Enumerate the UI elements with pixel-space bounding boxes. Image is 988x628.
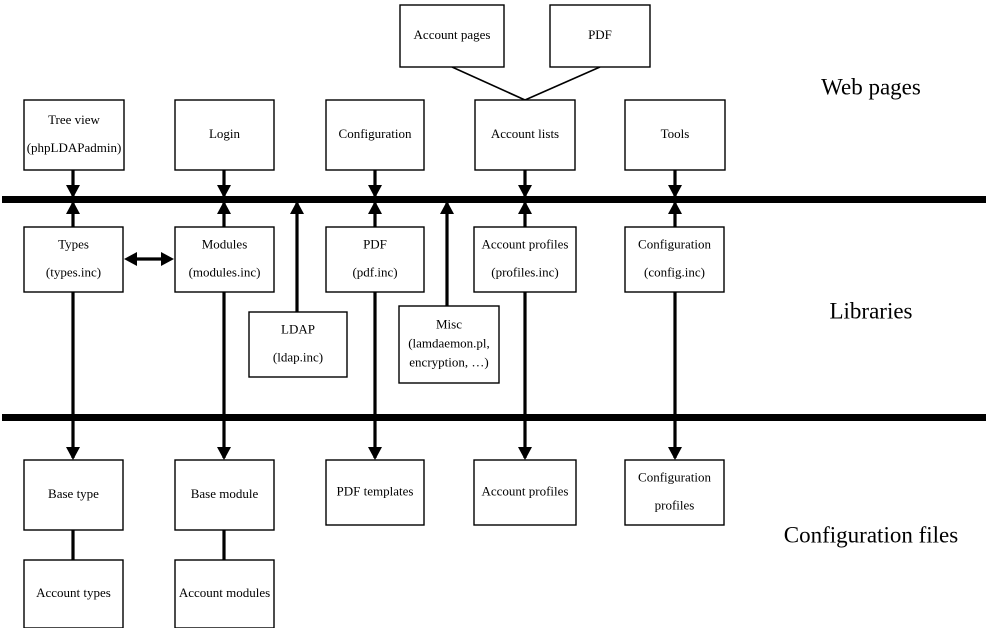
node-box-configuration-profiles (624, 459, 725, 526)
node-pdf-source[interactable]: PDF (549, 4, 651, 68)
node-box-types-lib (23, 226, 124, 293)
node-label-configuration-lib-line-1: (config.inc) (644, 264, 705, 279)
node-label-pdf-lib-line-0: PDF (363, 236, 387, 251)
node-tools[interactable]: Tools (624, 99, 726, 171)
node-box-account-lists (474, 99, 576, 171)
node-ldap-lib[interactable]: LDAP (ldap.inc) (248, 311, 348, 378)
arrowhead-tree-view-down-down (66, 185, 80, 198)
node-base-type[interactable]: Base type (23, 459, 124, 531)
node-account-profiles-lib[interactable]: Account profiles (profiles.inc) (473, 226, 577, 293)
node-label-configuration-profiles-line-1: profiles (655, 497, 695, 512)
arrowhead-misc-up-through-bar-up (440, 201, 454, 214)
node-label-configuration-lib-line-0: Configuration (638, 236, 711, 251)
node-account-pages[interactable]: Account pages (399, 4, 505, 68)
node-configuration-profiles[interactable]: Configuration profiles (624, 459, 725, 526)
node-label-modules-lib-line-1: (modules.inc) (189, 264, 261, 279)
node-box-account-types (23, 559, 124, 628)
node-label-ldap-lib-line-0: LDAP (281, 321, 315, 336)
arrowhead-modules-to-base-module-down (217, 447, 231, 460)
node-configuration-lib[interactable]: Configuration (config.inc) (624, 226, 725, 293)
node-label-base-module-line-0: Base module (191, 486, 259, 501)
node-label-account-types-line-0: Account types (36, 585, 111, 600)
node-box-base-module (174, 459, 275, 531)
node-label-account-profiles-lib-line-1: (profiles.inc) (491, 264, 559, 279)
node-box-misc-lib (398, 305, 500, 384)
node-label-tree-view-line-0: Tree view (48, 112, 100, 127)
node-box-account-profiles-cfg (473, 459, 577, 526)
node-label-misc-lib-line-2: encryption, …) (409, 354, 488, 369)
node-label-modules-lib-line-0: Modules (202, 236, 248, 251)
node-label-misc-lib-line-1: (lamdaemon.pl, (408, 335, 490, 350)
node-label-misc-lib-line-0: Misc (436, 316, 462, 331)
node-box-account-modules (174, 559, 275, 628)
node-modules-lib[interactable]: Modules (modules.inc) (174, 226, 275, 293)
node-label-types-lib-line-0: Types (58, 236, 89, 251)
node-configuration-web[interactable]: Configuration (325, 99, 425, 171)
arrowhead-types-to-base-type-down (66, 447, 80, 460)
node-label-tree-view-line-1: (phpLDAPadmin) (27, 140, 122, 155)
node-account-types[interactable]: Account types (23, 559, 124, 628)
node-label-account-lists-line-0: Account lists (491, 126, 559, 141)
node-types-lib[interactable]: Types (types.inc) (23, 226, 124, 293)
node-label-configuration-web-line-0: Configuration (339, 126, 412, 141)
node-box-pdf-lib (325, 226, 425, 293)
arrowhead-profiles-to-account-profiles-down (518, 447, 532, 460)
node-box-base-type (23, 459, 124, 531)
node-label-login-line-0: Login (209, 126, 241, 141)
node-label-pdf-templates-line-0: PDF templates (337, 483, 414, 498)
node-box-configuration-web (325, 99, 425, 171)
connector-account-pages-to-account-lists (451, 66, 526, 101)
node-login[interactable]: Login (174, 99, 275, 171)
node-box-pdf-source (549, 4, 651, 68)
node-box-ldap-lib (248, 311, 348, 378)
node-tree-view[interactable]: Tree view (phpLDAPadmin) (23, 99, 125, 171)
node-box-account-profiles-lib (473, 226, 577, 293)
node-label-account-pages-line-0: Account pages (414, 27, 491, 42)
connector-pdf-to-account-lists (524, 66, 601, 101)
layer-bars-group (2, 196, 986, 421)
arrowhead-config-to-config-profiles-down (668, 447, 682, 460)
band-label-libraries: Libraries (829, 298, 912, 323)
node-box-modules-lib (174, 226, 275, 293)
node-box-tools (624, 99, 726, 171)
layer-bar-lower-bar (2, 414, 986, 421)
node-box-account-pages (399, 4, 505, 68)
node-box-pdf-templates (325, 459, 425, 526)
arrowhead-account-lists-down-down (518, 185, 532, 198)
node-label-account-profiles-lib-line-0: Account profiles (481, 236, 568, 251)
node-base-module[interactable]: Base module (174, 459, 275, 531)
arrowhead-types-modules-bidirectional-left (124, 252, 137, 266)
band-label-configuration-files: Configuration files (784, 522, 958, 547)
arrowhead-pdf-to-pdf-templates-down (368, 447, 382, 460)
arrowhead-tools-down-down (668, 185, 682, 198)
node-label-types-lib-line-1: (types.inc) (46, 264, 101, 279)
arrowhead-configuration-web-down-down (368, 185, 382, 198)
node-label-pdf-source-line-0: PDF (588, 27, 612, 42)
node-label-base-type-line-0: Base type (48, 486, 99, 501)
node-account-profiles-cfg[interactable]: Account profiles (473, 459, 577, 526)
node-box-tree-view (23, 99, 125, 171)
node-label-account-profiles-cfg-line-0: Account profiles (481, 483, 568, 498)
node-box-configuration-lib (624, 226, 725, 293)
band-label-web-pages: Web pages (821, 74, 921, 99)
node-label-configuration-profiles-line-0: Configuration (638, 469, 711, 484)
node-label-account-modules-line-0: Account modules (179, 585, 270, 600)
node-box-login (174, 99, 275, 171)
node-label-ldap-lib-line-1: (ldap.inc) (273, 349, 323, 364)
arrowhead-ldap-up-through-bar-up (290, 201, 304, 214)
node-pdf-templates[interactable]: PDF templates (325, 459, 425, 526)
node-pdf-lib[interactable]: PDF (pdf.inc) (325, 226, 425, 293)
node-account-lists[interactable]: Account lists (474, 99, 576, 171)
connectors-group (66, 66, 682, 560)
arrowhead-types-modules-bidirectional-right (161, 252, 174, 266)
node-misc-lib[interactable]: Misc (lamdaemon.pl, encryption, …) (398, 305, 500, 384)
arrowhead-login-down-down (217, 185, 231, 198)
node-account-modules[interactable]: Account modules (174, 559, 275, 628)
node-label-pdf-lib-line-1: (pdf.inc) (352, 264, 397, 279)
layer-bar-upper-bar (2, 196, 986, 203)
node-label-tools-line-0: Tools (661, 126, 690, 141)
